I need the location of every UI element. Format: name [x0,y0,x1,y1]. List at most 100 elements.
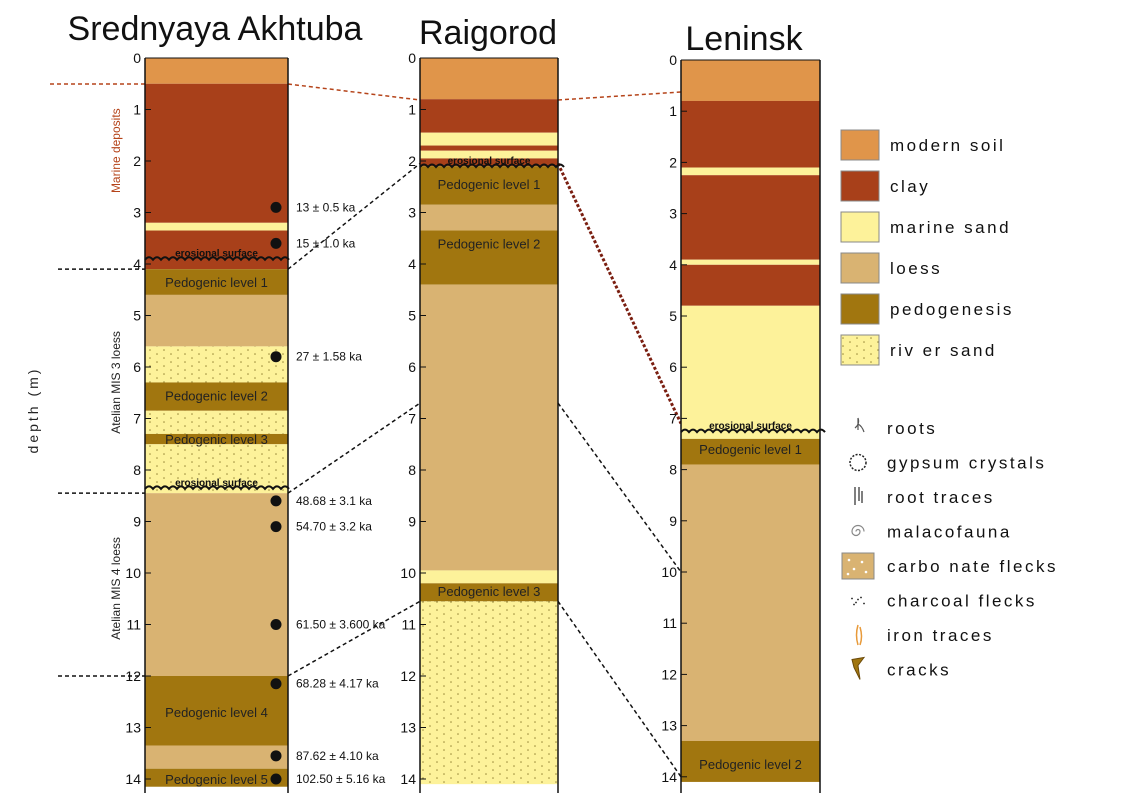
correlation-line [287,402,421,494]
date-label: 68.28 ± 4.17 ka [296,677,379,691]
depth-tick-label: 6 [669,359,677,375]
cracks-icon [851,656,866,680]
layer-river-sand [145,346,288,383]
depth-tick-label: 0 [133,50,141,66]
legend-label: gypsum crystals [887,454,1046,473]
pedogenic-level-label: Pedogenic level 5 [165,772,268,787]
legend-label: clay [890,177,930,196]
legend-label: carbo nate flecks [887,557,1058,576]
depth-tick-label: 13 [400,720,416,736]
layer-marine-sand [681,305,820,439]
correlation-line [557,91,682,101]
pedogenic-level-label: Pedogenic level 2 [165,388,268,403]
correlation-line [287,162,421,270]
depth-tick-label: 5 [133,308,141,324]
legend-swatch [840,211,880,243]
layer-pedogenesis [420,230,558,285]
layer-clay [420,145,558,151]
layer-pedogenesis [145,676,288,746]
depth-tick-label: 2 [408,153,416,169]
column-title: Leninsk [685,20,803,58]
depth-tick-label: 11 [401,617,416,633]
sample-point [270,619,282,630]
legend-swatch [840,293,880,325]
depth-tick-label: 7 [133,411,141,427]
depth-tick-label: 1 [669,103,677,119]
unit-side-label: Atelian MIS 4 loess [109,537,123,640]
column-0: Srednyaya Akhtuba01234567891011121314Ped… [68,10,386,793]
layer-marine-sand [420,150,558,159]
layer-clay [145,230,288,270]
roots-icon [854,417,865,433]
sample-point [270,773,282,785]
unit-side-label: Marine deposits [109,108,123,193]
legend-label: roots [887,419,937,438]
layer-marine-sand [420,132,558,146]
depth-tick-label: 3 [669,206,677,222]
depth-tick-label: 11 [662,615,677,631]
sample-point [270,678,282,690]
carbonate-flecks-icon [841,552,875,580]
depth-tick-label: 0 [408,50,416,66]
date-label: 15 ± 1.0 ka [296,236,356,250]
legend-swatch [840,334,880,366]
layer-river-sand [420,601,558,785]
legend-label: pedogenesis [890,300,1014,319]
layer-loess [420,284,558,571]
legend-label: malacofauna [887,523,1012,542]
depth-tick-label: 6 [133,359,141,375]
layer-pedogenesis [145,433,288,445]
charcoal-flecks-icon [851,596,865,606]
layer-modern-soil [420,58,558,100]
sample-point [270,750,282,762]
layer-loess [420,204,558,231]
legend-label: cracks [887,661,951,680]
layer-pedogenesis [681,438,820,465]
depth-tick-label: 0 [669,52,677,68]
erosional-surface-line [419,163,565,169]
depth-tick-label: 1 [133,102,141,118]
layer-loess [145,745,288,769]
layer-pedogenesis [145,382,288,411]
depth-tick-label: 3 [408,205,416,221]
correlation-line [287,600,421,677]
sample-point [270,237,282,249]
layer-river-sand [145,410,288,434]
pedogenic-level-label: Pedogenic level 3 [165,432,268,447]
layer-marine-sand [420,570,558,584]
layer-loess [145,294,288,347]
layer-modern-soil [145,58,288,84]
gypsum-crystals-icon [849,453,867,472]
depth-tick-label: 4 [408,256,416,272]
depth-tick-label: 2 [669,154,677,170]
correlation-line [557,402,682,573]
depth-tick-label: 9 [669,513,677,529]
layer-marine-sand [681,259,820,265]
depth-tick-label: 12 [400,668,416,684]
depth-tick-label: 6 [408,359,416,375]
column-title: Srednyaya Akhtuba [68,10,363,48]
correlation-line [287,83,421,101]
depth-tick-label: 9 [133,514,141,530]
layer-modern-soil [681,60,820,101]
legend-label: charcoal flecks [887,592,1037,611]
depth-tick-label: 11 [126,617,141,633]
sample-point [270,201,282,213]
depth-tick-label: 10 [400,565,416,581]
date-label: 48.68 ± 3.1 ka [296,494,372,508]
legend-swatch [840,170,880,202]
erosional-surface-line [144,256,290,262]
layer-loess [681,464,820,741]
depth-tick-label: 12 [125,668,141,684]
depth-tick-label: 12 [661,666,677,682]
depth-tick-label: 10 [661,564,677,580]
sample-point [270,351,282,363]
pedogenic-level-label: Pedogenic level 1 [438,177,541,192]
legend-label: root traces [887,488,995,507]
iron-traces-icon [855,624,863,646]
depth-tick-label: 5 [408,308,416,324]
pedogenic-level-label: Pedogenic level 4 [165,705,268,720]
